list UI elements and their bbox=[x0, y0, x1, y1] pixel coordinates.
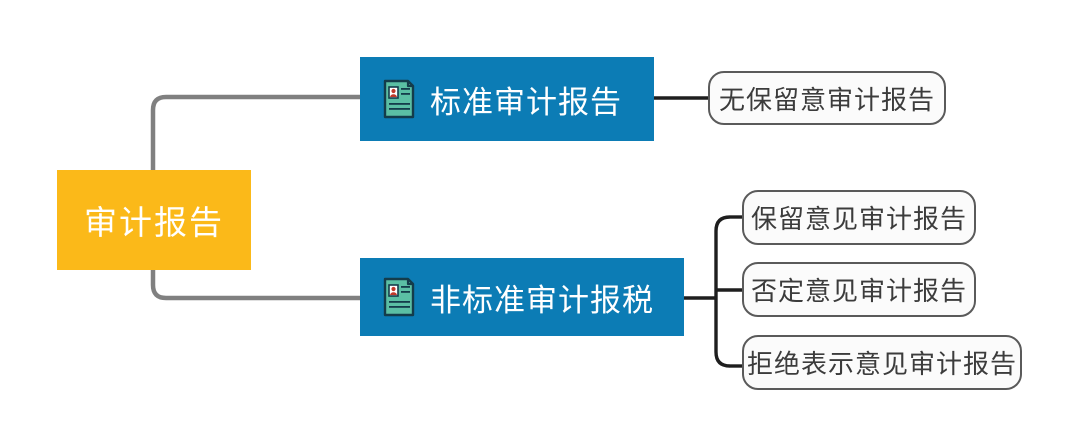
leaf-node-qualified-label: 保留意见审计报告 bbox=[750, 205, 967, 234]
resume-document-icon bbox=[383, 277, 415, 317]
branch-node-non-standard[interactable]: 非标准审计报税 bbox=[360, 258, 684, 336]
resume-document-icon bbox=[383, 79, 415, 119]
leaf-node-qualified[interactable]: 保留意见审计报告 bbox=[742, 190, 976, 245]
root-node-audit-report[interactable]: 审计报告 bbox=[57, 170, 251, 270]
root-node-label: 审计报告 bbox=[84, 206, 224, 242]
leaf-node-unqualified-label: 无保留意审计报告 bbox=[718, 85, 935, 115]
leaf-node-disclaimer[interactable]: 拒绝表示意见审计报告 bbox=[742, 335, 1022, 390]
wire-root-to-standard bbox=[150, 94, 363, 175]
branch-node-non-standard-label: 非标准审计报税 bbox=[430, 282, 654, 318]
wire-root-to-nonstandard bbox=[150, 265, 363, 301]
leaf-node-adverse[interactable]: 否定意见审计报告 bbox=[742, 262, 976, 317]
leaf-node-unqualified[interactable]: 无保留意审计报告 bbox=[708, 71, 946, 125]
branch-node-standard-label: 标准审计报告 bbox=[430, 84, 622, 120]
wire-nonstandard-spine bbox=[714, 215, 731, 368]
leaf-node-adverse-label: 否定意见审计报告 bbox=[750, 277, 967, 306]
leaf-node-disclaimer-label: 拒绝表示意见审计报告 bbox=[746, 350, 1017, 379]
branch-node-standard[interactable]: 标准审计报告 bbox=[360, 57, 654, 141]
